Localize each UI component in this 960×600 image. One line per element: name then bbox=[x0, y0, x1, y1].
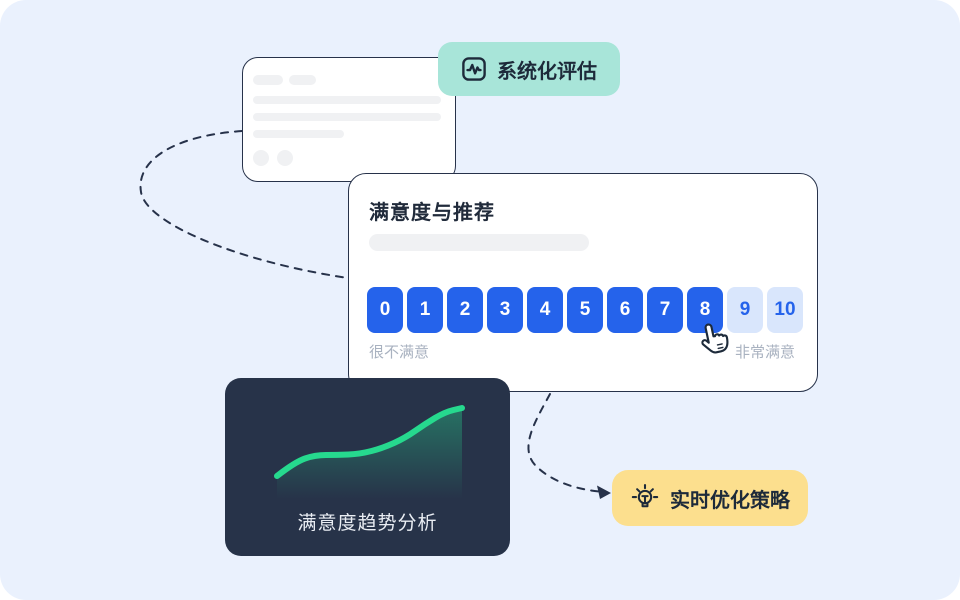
skeleton-line bbox=[253, 96, 441, 104]
skeleton-circle bbox=[277, 150, 293, 166]
nps-button-6[interactable]: 6 bbox=[607, 287, 643, 333]
nps-button-2[interactable]: 2 bbox=[447, 287, 483, 333]
trend-caption: 满意度趋势分析 bbox=[297, 513, 438, 534]
nps-button-3[interactable]: 3 bbox=[487, 287, 523, 333]
nps-button-0[interactable]: 0 bbox=[367, 287, 403, 333]
strategy-badge: 实时优化策略 bbox=[612, 470, 808, 526]
evaluation-badge-label: 系统化评估 bbox=[497, 60, 597, 83]
nps-min-label: 很不满意 bbox=[369, 344, 430, 361]
skeleton-line bbox=[369, 234, 589, 251]
nps-button-5[interactable]: 5 bbox=[567, 287, 603, 333]
nps-button-9[interactable]: 9 bbox=[727, 287, 763, 333]
arrowhead-icon bbox=[597, 485, 611, 499]
nps-max-label: 非常满意 bbox=[734, 344, 795, 361]
hand-cursor-icon bbox=[701, 323, 729, 354]
pulse-icon bbox=[462, 57, 486, 81]
lightbulb-icon bbox=[631, 484, 659, 508]
skeleton-pill bbox=[289, 75, 316, 85]
strategy-badge-label: 实时优化策略 bbox=[670, 489, 790, 512]
nps-labels: 很不满意 非常满意 bbox=[369, 341, 795, 362]
skeleton-pill bbox=[253, 75, 283, 85]
connector-top bbox=[139, 130, 349, 279]
nps-button-4[interactable]: 4 bbox=[527, 287, 563, 333]
nps-button-7[interactable]: 7 bbox=[647, 287, 683, 333]
skeleton-card bbox=[242, 57, 456, 182]
evaluation-badge: 系统化评估 bbox=[438, 42, 620, 96]
skeleton-line bbox=[253, 113, 441, 121]
nps-button-1[interactable]: 1 bbox=[407, 287, 443, 333]
nps-button-10[interactable]: 10 bbox=[767, 287, 803, 333]
trend-card: 满意度趋势分析 bbox=[225, 378, 510, 556]
skeleton-line bbox=[253, 130, 344, 138]
card-title: 满意度与推荐 bbox=[369, 202, 495, 224]
trend-line bbox=[274, 405, 465, 479]
trend-sparkline bbox=[274, 405, 465, 499]
nps-button-8[interactable]: 8 bbox=[687, 287, 723, 333]
skeleton-circle bbox=[253, 150, 269, 166]
connector-bottom bbox=[527, 393, 600, 493]
